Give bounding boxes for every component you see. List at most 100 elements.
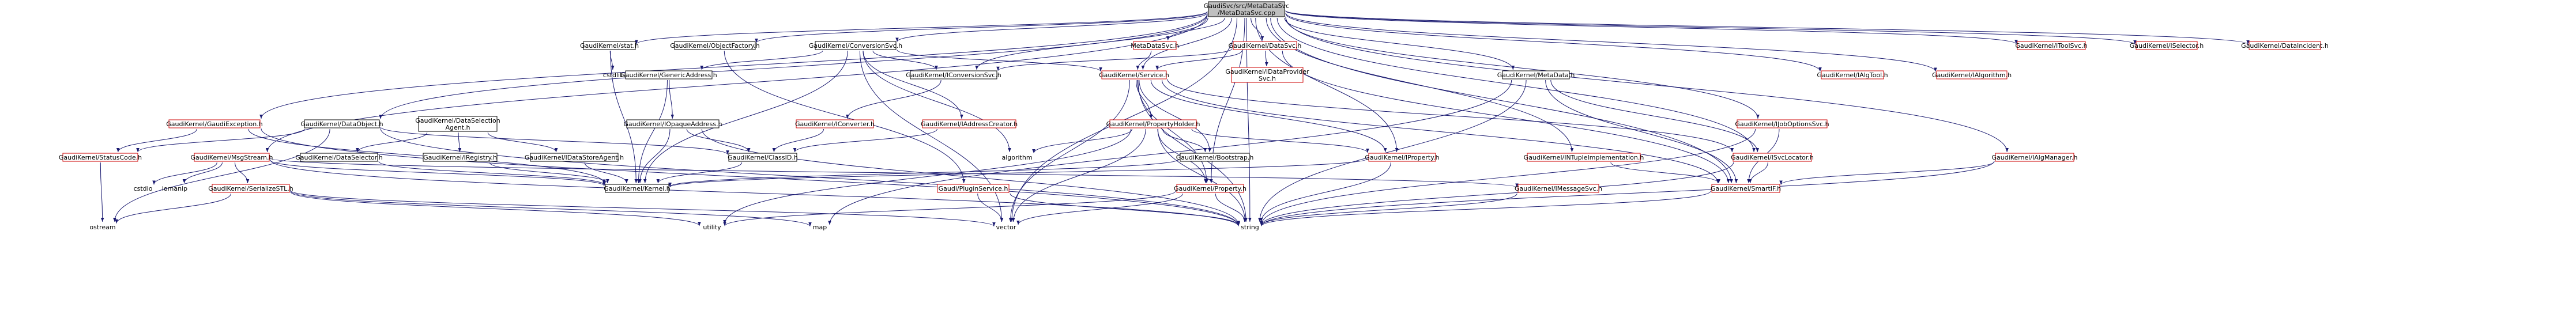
node-box-iconvsvc: [910, 70, 997, 80]
node-box-service: [1101, 70, 1167, 80]
edge-convsvc-to-kernel: [643, 50, 848, 184]
edge-msgstream-to-kernel: [270, 160, 606, 187]
edge-propholder-to-utility: [723, 128, 1132, 224]
node-iaddrcreator[interactable]: GaudiKernel/IAddressCreator.h: [921, 119, 1018, 128]
node-label-iconverter-0: GaudiKernel/IConverter.h: [795, 120, 875, 128]
edge-convsvc-to-service: [897, 50, 1102, 72]
node-iconverter[interactable]: GaudiKernel/IConverter.h: [795, 119, 875, 128]
node-metadatasvc[interactable]: MetaDataSvc.h: [1131, 41, 1179, 50]
node-itoolsvc[interactable]: GaudiKernel/IToolSvc.h: [2015, 41, 2088, 50]
node-algtool[interactable]: GaudiKernel/IAlgTool.h: [1817, 70, 1888, 80]
node-label-dataselagent-0: GaudiKernel/DataSelection: [415, 117, 500, 124]
node-label-metadatasvc-0: MetaDataSvc.h: [1131, 42, 1179, 50]
edge-msgstream-to-iomanip: [182, 162, 223, 184]
node-kernel[interactable]: GaudiKernel/Kernel.h: [604, 184, 671, 193]
node-box-metadata: [1502, 70, 1570, 80]
node-box-metadatasvc: [1133, 41, 1177, 50]
edge-propholder-to-iproperty: [1191, 128, 1369, 153]
node-box-serialize: [212, 184, 290, 193]
node-serialize[interactable]: GaudiKernel/SerializeSTL.h: [208, 184, 293, 193]
node-isvclocator[interactable]: GaudiKernel/ISvcLocator.h: [1731, 153, 1814, 162]
node-genaddr[interactable]: GaudiKernel/GenericAddress.h: [620, 70, 717, 80]
edge-root-to-string: [1246, 17, 1252, 222]
node-datainc[interactable]: GaudiKernel/DataIncident.h: [2241, 41, 2329, 50]
node-ialgorithm[interactable]: GaudiKernel/IAlgorithm.h: [1932, 70, 2012, 80]
node-label-idatastoreagent-0: GaudiKernel/IDataStoreAgent.h: [525, 154, 624, 161]
node-datasvc[interactable]: GaudiKernel/DataSvc.h: [1229, 41, 1302, 50]
node-label-iaddrcreator-0: GaudiKernel/IAddressCreator.h: [921, 120, 1018, 128]
edge-service-to-isvclocator: [1167, 79, 1734, 153]
edge-service-to-string: [1138, 80, 1248, 222]
edge-imsgmanager-to-smartif: [1779, 161, 1995, 185]
node-convsvc[interactable]: GaudiKernel/ConversionSvc.h: [809, 41, 902, 50]
node-service[interactable]: GaudiKernel/Service.h: [1099, 70, 1169, 80]
edge-dataselagent-to-datasel: [356, 132, 428, 153]
node-iconvsvc[interactable]: GaudiKernel/IConversionSvc.h: [906, 70, 1001, 80]
node-label-statuscode-0: GaudiKernel/StatusCode.h: [59, 154, 142, 161]
node-label-dataprov-0: GaudiKernel/IDataProvider: [1225, 68, 1309, 75]
node-label-intuple-0: GaudiKernel/INTupleImplementation.h: [1524, 154, 1644, 161]
node-idatastoreagent[interactable]: GaudiKernel/IDataStoreAgent.h: [525, 153, 624, 162]
edge-statuscode-to-ostream: [100, 162, 104, 222]
node-bootstrap[interactable]: GaudiKernel/Bootstrap.h: [1176, 153, 1254, 162]
node-label-smartif-0: GaudiKernel/SmartIF.h: [1711, 185, 1781, 192]
edge-isvclocator-to-smartif: [1748, 162, 1768, 184]
edge-root-to-convsvc: [895, 12, 1208, 42]
node-imsgmanager[interactable]: GaudiKernel/IAlgManager.h: [1991, 153, 2078, 162]
edge-root-to-service: [1141, 17, 1232, 70]
node-iregistry[interactable]: GaudiKernel/IRegistry.h: [423, 153, 498, 162]
edge-msgstream-to-cstdio: [152, 162, 217, 185]
node-intuple[interactable]: GaudiKernel/INTupleImplementation.h: [1524, 153, 1644, 162]
node-label-kernel-0: GaudiKernel/Kernel.h: [604, 185, 671, 192]
node-iopaque[interactable]: GaudiKernel/IOpaqueAddress.h: [623, 119, 722, 128]
node-property[interactable]: GaudiKernel/Property.h: [1174, 184, 1246, 193]
node-label-convsvc-0: GaudiKernel/ConversionSvc.h: [809, 42, 902, 50]
node-gaudiexc[interactable]: GaudiKernel/GaudiException.h: [166, 119, 263, 128]
node-dataobj[interactable]: GaudiKernel/DataObject.h: [300, 119, 383, 128]
node-layer: GaudiSvc/src/MetaDataSvc/MetaDataSvc.cpp…: [59, 1, 2329, 231]
node-classid[interactable]: GaudiKernel/ClassID.h: [728, 153, 798, 162]
node-label-imsgmanager-0: GaudiKernel/IAlgManager.h: [1991, 154, 2077, 161]
node-iselector[interactable]: GaudiKernel/ISelector.h: [2130, 41, 2204, 50]
edge-iopaque-to-kernel: [638, 128, 671, 184]
node-label-algorithm-0: algorithm: [1001, 154, 1032, 161]
edge-gaudiexc-to-statuscode: [116, 128, 197, 153]
node-iproperty[interactable]: GaudiKernel/IProperty.h: [1365, 153, 1440, 162]
node-pluginsvc[interactable]: Gaudi/PluginService.h: [937, 184, 1010, 193]
edge-root-to-objfactory: [755, 12, 1208, 43]
node-utility: utility: [703, 224, 721, 231]
node-box-datasvc: [1233, 41, 1297, 50]
edge-metadata-to-string: [1258, 80, 1527, 222]
node-label-root-1: /MetaDataSvc.cpp: [1218, 9, 1275, 17]
node-box-statuscode: [62, 153, 138, 162]
edge-service-to-iproperty: [1150, 80, 1387, 153]
node-smartif[interactable]: GaudiKernel/SmartIF.h: [1711, 184, 1781, 193]
edge-msgstream-to-string: [270, 160, 1240, 226]
node-label-dataselagent-1: Agent.h: [445, 124, 470, 131]
edge-dataobj-to-classid: [380, 126, 729, 155]
node-vector: vector: [996, 224, 1016, 231]
edge-idatastoreagent-to-kernel: [584, 162, 628, 184]
node-box-datasel: [300, 153, 378, 162]
node-label-iconvsvc-0: GaudiKernel/IConversionSvc.h: [906, 71, 1001, 79]
edge-classid-to-kernel: [656, 162, 743, 184]
node-msgstream[interactable]: GaudiKernel/MsgStream.h: [190, 153, 273, 162]
node-root[interactable]: GaudiSvc/src/MetaDataSvc/MetaDataSvc.cpp: [1204, 1, 1289, 17]
node-stdatomic[interactable]: GaudiKernel/stat.h: [580, 41, 639, 50]
edge-service-to-smartif: [1161, 80, 1720, 184]
node-propholder[interactable]: GaudiKernel/PropertyHolder.h: [1106, 119, 1200, 128]
node-joboptsvc[interactable]: GaudiKernel/IJobOptionsSvc.h: [1735, 119, 1829, 128]
node-objfactory[interactable]: GaudiKernel/ObjectFactory.h: [670, 41, 760, 50]
node-datasel[interactable]: GaudiKernel/DataSelector.h: [295, 153, 383, 162]
node-metadata[interactable]: GaudiKernel/MetaData.h: [1497, 70, 1575, 80]
node-statuscode[interactable]: GaudiKernel/StatusCode.h: [59, 153, 142, 162]
node-imessagesvc[interactable]: GaudiKernel/IMessageSvc.h: [1515, 184, 1602, 193]
edge-iopaque-to-string: [701, 128, 1240, 225]
edge-dataobj-to-string: [380, 128, 1240, 226]
edge-gaudiexc-to-string: [261, 128, 1240, 226]
edge-genaddr-to-iopaque: [669, 80, 675, 119]
node-label-string-0: string: [1241, 224, 1259, 231]
node-box-iconverter: [796, 119, 874, 128]
